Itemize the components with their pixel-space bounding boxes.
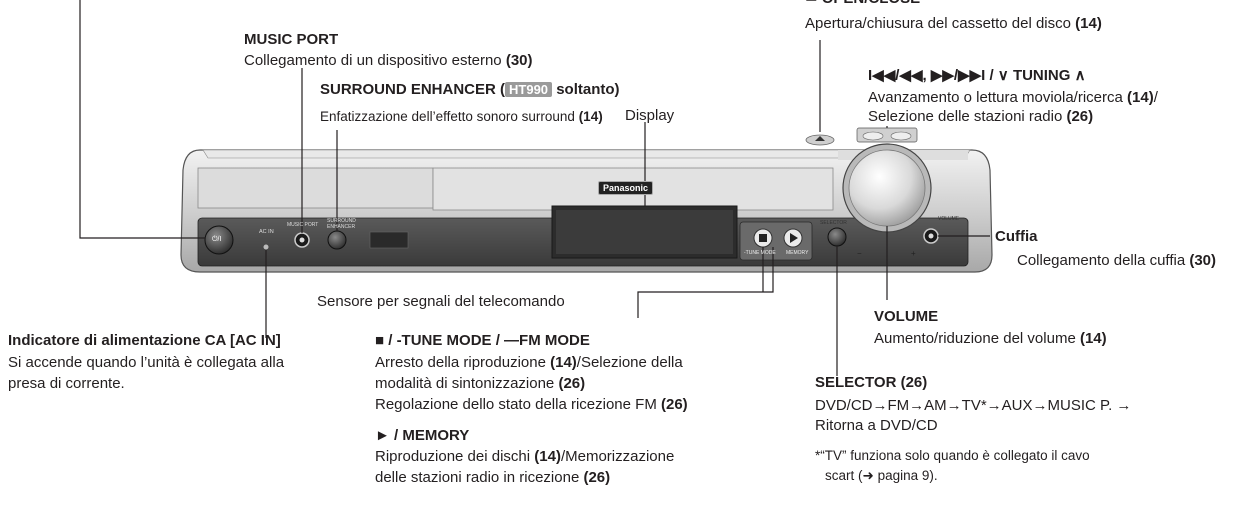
tune-mode-l3-text: Regolazione dello stato della ricezione … (375, 396, 657, 413)
selector-device-label: SELECTOR (820, 220, 847, 226)
tune-mode-line-1: Arresto della riproduzione (14)/Selezion… (375, 354, 683, 372)
music-port-jack[interactable] (294, 232, 310, 248)
power-button[interactable] (204, 225, 234, 255)
selector-title: SELECTOR (26) (815, 374, 928, 391)
tune-mode-l2-ref: (26) (558, 375, 586, 392)
surround-title-post: soltanto) (556, 81, 620, 98)
tuning-desc-2-text: Selezione delle stazioni radio (868, 108, 1063, 125)
brand-logo: Panasonic (598, 181, 654, 195)
volume-ref: (14) (1079, 330, 1107, 347)
ac-in-desc-2: presa di corrente. (8, 375, 125, 392)
volume-minus-label: − (857, 249, 862, 258)
memory-l1-text: Riproduzione dei dischi (375, 448, 531, 465)
ac-in-title: Indicatore di alimentazione CA [AC IN] (8, 332, 281, 349)
music-port-label: MUSIC PORT (287, 222, 319, 228)
cuffia-title: Cuffia (995, 228, 1038, 245)
open-close-title: ≜ OPEN/CLOSE (805, 0, 920, 8)
surround-enhancer-button[interactable] (327, 230, 347, 250)
surround-label-1: SURROUND (327, 218, 356, 224)
memory-line-2: delle stazioni radio in ricezione (26) (375, 469, 610, 487)
stop-sub-label: -TUNE MODE (744, 250, 776, 256)
tune-mode-l1-ref: (14) (550, 354, 577, 371)
memory-l1-tail: /Memorizzazione (560, 448, 675, 465)
tune-mode-line-3: Regolazione dello stato della ricezione … (375, 396, 688, 414)
surround-desc: Enfatizzazione dell’effetto sonoro surro… (320, 108, 603, 126)
tune-mode-l1-text: Arresto della riproduzione (375, 354, 546, 371)
volume-desc-text: Aumento/riduzione del volume (874, 330, 1076, 347)
tune-mode-l1-tail: /Selezione della (576, 354, 683, 371)
tuning-ref-2: (26) (1066, 108, 1094, 125)
open-close-button[interactable] (805, 134, 835, 146)
volume-device-label: VOLUME (938, 216, 960, 222)
display-title: Display (625, 107, 675, 124)
play-button[interactable] (783, 228, 803, 248)
ac-in-desc-1: Si accende quando l’unità è collegata al… (8, 354, 285, 371)
open-close-desc: Apertura/chiusura del cassetto del disco… (805, 15, 1102, 33)
play-sub-label: MEMORY (786, 250, 809, 256)
memory-line-1: Riproduzione dei dischi (14)/Memorizzazi… (375, 448, 674, 466)
music-port-desc-text: Collegamento di un dispositivo esterno (244, 52, 502, 69)
tuning-buttons[interactable] (856, 127, 918, 143)
surround-ref: (14) (578, 109, 603, 124)
selector-line-1: DVD/CD→FM→AM→TV*→AUX→MUSIC P. → (815, 397, 1132, 414)
surround-title-pre: SURROUND ENHANCER ( (320, 81, 506, 98)
stop-button[interactable] (753, 228, 773, 248)
selector-line-2: Ritorna a DVD/CD (815, 417, 938, 434)
tune-mode-line-2: modalità di sintonizzazione (26) (375, 375, 585, 393)
surround-desc-text: Enfatizzazione dell’effetto sonoro surro… (320, 109, 575, 124)
volume-knob[interactable] (842, 143, 932, 233)
leader-lines (79, 0, 990, 376)
tuning-title: I◀◀/◀◀, ▶▶/▶▶I / ∨ TUNING ∧ (868, 67, 1086, 84)
volume-desc: Aumento/riduzione del volume (14) (874, 330, 1107, 348)
surround-label-2: ENHANCER (327, 224, 356, 230)
music-port-title: MUSIC PORT (244, 31, 339, 48)
open-close-desc-text: Apertura/chiusura del cassetto del disco (805, 15, 1071, 32)
cuffia-ref: (30) (1189, 252, 1217, 269)
ac-in-indicator (263, 244, 269, 250)
headphone-jack[interactable] (923, 228, 939, 244)
surround-title: SURROUND ENHANCER (HT990 soltanto) (320, 81, 620, 99)
tune-mode-l3-ref: (26) (661, 396, 688, 413)
cuffia-desc-text: Collegamento della cuffia (1017, 252, 1186, 269)
tuning-desc-2: Selezione delle stazioni radio (26) (868, 108, 1093, 126)
tuning-ref-1: (14) (1127, 89, 1154, 106)
open-close-ref: (14) (1075, 15, 1102, 32)
tuning-desc-1-tail: / (1153, 89, 1158, 106)
memory-l2-text: delle stazioni radio in ricezione (375, 469, 580, 486)
tuning-desc-1-text: Avanzamento o lettura moviola/ricerca (868, 89, 1123, 106)
music-port-ref: (30) (505, 52, 533, 69)
ac-in-label: AC IN (259, 229, 274, 235)
tune-mode-title: ■ / -TUNE MODE / —FM MODE (375, 332, 590, 349)
volume-title: VOLUME (874, 308, 939, 325)
memory-l1-ref: (14) (534, 448, 561, 465)
volume-plus-label: + (911, 249, 916, 258)
sensor-title: Sensore per segnali del telecomando (317, 293, 565, 310)
memory-l2-ref: (26) (583, 469, 611, 486)
cuffia-desc: Collegamento della cuffia (30) (1017, 252, 1216, 270)
selector-note-1: *“TV” funziona solo quando è collegato i… (815, 448, 1090, 463)
power-symbol-label: ⏻/I (212, 236, 222, 243)
tuning-desc-1: Avanzamento o lettura moviola/ricerca (1… (868, 89, 1158, 107)
selector-button[interactable] (827, 227, 847, 247)
ht990-badge: HT990 (505, 82, 553, 97)
music-port-desc: Collegamento di un dispositivo esterno (… (244, 52, 533, 70)
selector-note-2: scart (➜ pagina 9). (825, 468, 938, 483)
tune-mode-l2-text: modalità di sintonizzazione (375, 375, 555, 392)
memory-title: ► / MEMORY (375, 427, 470, 444)
